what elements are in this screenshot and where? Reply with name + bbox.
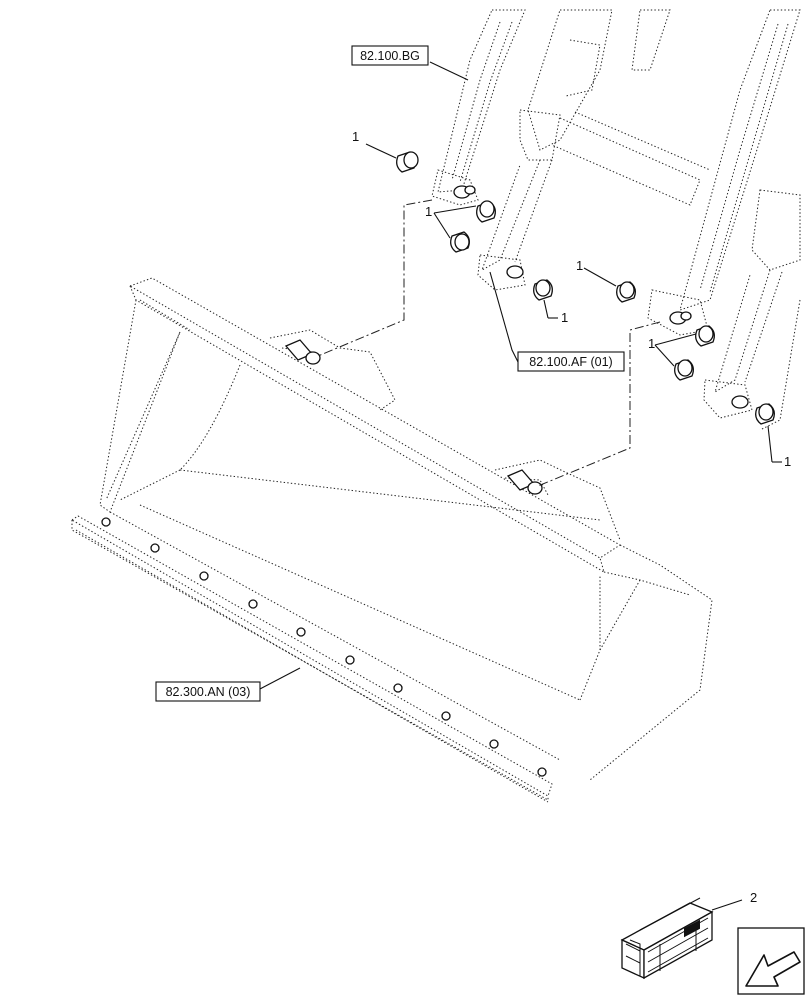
ref-boom: 82.100.BG <box>360 49 420 63</box>
reference-labels: 82.100.BG 82.100.AF (01) 82.300.AN (03) <box>155 45 625 702</box>
callout-1-f: 1 <box>784 454 791 469</box>
joint-pins <box>453 185 749 409</box>
arrow-down-left-icon <box>737 927 805 995</box>
leader-lines <box>257 61 782 911</box>
bucket <box>71 277 713 803</box>
parts-kit-box-icon <box>620 897 714 980</box>
ref-bucket: 82.300.AN (03) <box>166 685 251 699</box>
ref-pin: 82.100.AF (01) <box>529 355 612 369</box>
alignment-lines <box>317 199 661 487</box>
callout-numbers: 1 1 1 1 1 1 2 <box>352 129 791 905</box>
callout-2: 2 <box>750 890 757 905</box>
callout-1-d: 1 <box>576 258 583 273</box>
callout-1-a: 1 <box>352 129 359 144</box>
cutting-edge-bolts <box>101 517 547 777</box>
callout-1-e: 1 <box>648 336 655 351</box>
callout-1-b: 1 <box>425 204 432 219</box>
bucket-pins <box>284 339 543 495</box>
loader-arms <box>431 9 801 431</box>
callout-1-c: 1 <box>561 310 568 325</box>
bushings <box>396 151 775 425</box>
